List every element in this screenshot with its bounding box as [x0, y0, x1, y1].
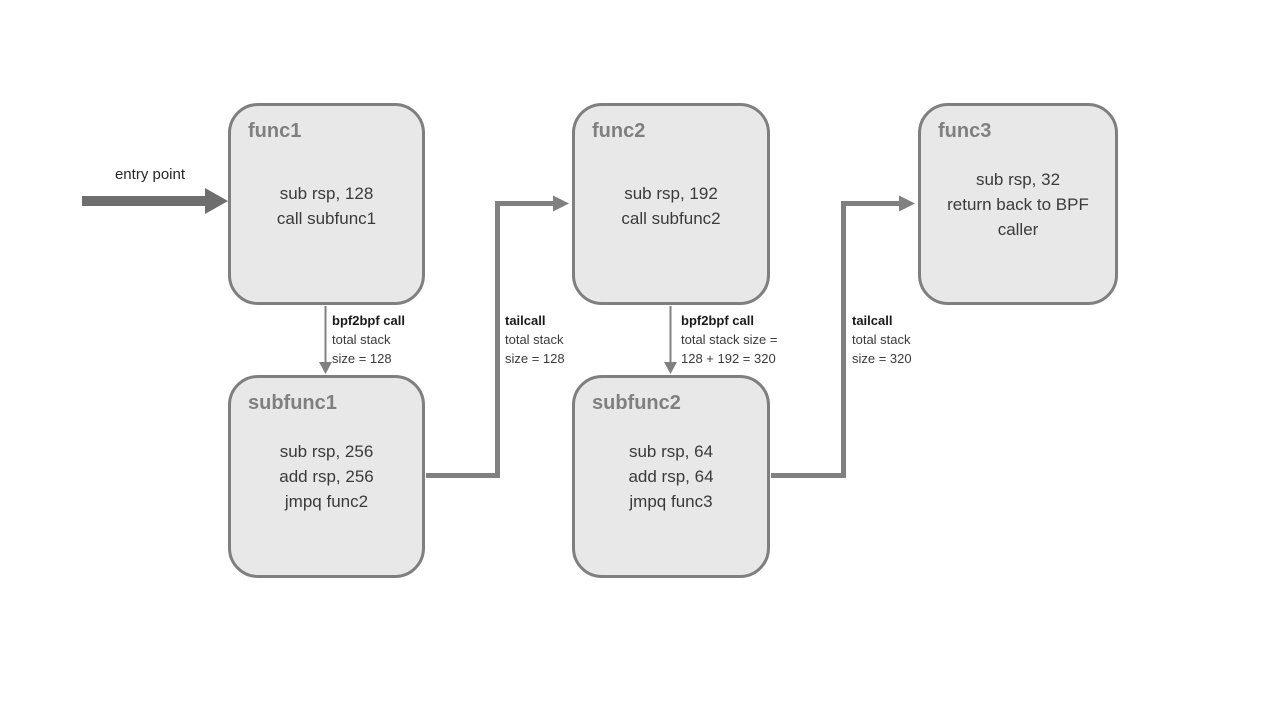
- code-line: call subfunc1: [276, 209, 377, 228]
- code-line: sub rsp, 128: [279, 184, 374, 203]
- code-line: add rsp, 256: [279, 467, 374, 486]
- node-subfunc1-body: sub rsp, 256 add rsp, 256 jmpq func2: [231, 439, 422, 514]
- edge-label-title: tailcall: [852, 313, 893, 328]
- edge-label-line: total stack: [505, 332, 564, 347]
- node-subfunc2-title: subfunc2: [592, 392, 681, 414]
- edge-subfunc1-func2-arrow: [426, 195, 569, 478]
- edge-label-line: total stack: [852, 332, 911, 347]
- code-line: sub rsp, 192: [624, 184, 718, 203]
- node-func1: func1 sub rsp, 128 call subfunc1: [228, 103, 425, 305]
- entry-point-label: entry point: [114, 166, 186, 183]
- edge-func1-subfunc1-arrow: [319, 306, 332, 374]
- code-line: call subfunc2: [621, 209, 721, 228]
- edge-label-title: tailcall: [505, 313, 546, 328]
- code-line: jmpq func3: [629, 492, 713, 511]
- edge-label-tailcall-2: tailcall total stack size = 320: [852, 311, 912, 368]
- edge-label-title: bpf2bpf call: [681, 313, 754, 328]
- edge-label-line: size = 320: [852, 351, 912, 366]
- edge-label-line: size = 128: [505, 351, 565, 366]
- edge-label-title: bpf2bpf call: [332, 313, 405, 328]
- node-func2: func2 sub rsp, 192 call subfunc2: [572, 103, 770, 305]
- node-subfunc1: subfunc1 sub rsp, 256 add rsp, 256 jmpq …: [228, 375, 425, 578]
- code-line: sub rsp, 64: [628, 442, 714, 461]
- code-line: add rsp, 64: [628, 467, 714, 486]
- node-func2-title: func2: [592, 120, 646, 142]
- edge-label-tailcall-1: tailcall total stack size = 128: [505, 311, 565, 368]
- code-line: caller: [997, 220, 1039, 239]
- node-func2-body: sub rsp, 192 call subfunc2: [575, 181, 767, 231]
- node-func3-body: sub rsp, 32 return back to BPF caller: [921, 167, 1115, 242]
- node-subfunc1-title: subfunc1: [248, 392, 337, 414]
- edge-label-line: 128 + 192 = 320: [681, 351, 776, 366]
- edge-label-line: total stack: [332, 332, 391, 347]
- code-line: jmpq func2: [284, 492, 369, 511]
- node-func1-title: func1: [248, 120, 302, 142]
- edge-label-bpf2bpf-1: bpf2bpf call total stack size = 128: [332, 311, 405, 368]
- code-line: sub rsp, 256: [279, 442, 374, 461]
- node-subfunc2-body: sub rsp, 64 add rsp, 64 jmpq func3: [575, 439, 767, 514]
- code-line: return back to BPF: [947, 195, 1089, 214]
- edge-label-line: total stack size =: [681, 332, 778, 347]
- edge-func2-subfunc2-arrow: [664, 306, 677, 374]
- node-func3: func3 sub rsp, 32 return back to BPF cal…: [918, 103, 1118, 305]
- node-func1-body: sub rsp, 128 call subfunc1: [231, 181, 422, 231]
- node-func3-title: func3: [938, 120, 992, 142]
- entry-arrow: [82, 188, 228, 214]
- edge-label-bpf2bpf-2: bpf2bpf call total stack size = 128 + 19…: [681, 311, 777, 368]
- edge-subfunc2-func3-arrow: [771, 195, 915, 478]
- edge-label-line: size = 128: [332, 351, 392, 366]
- code-line: sub rsp, 32: [975, 170, 1061, 189]
- node-subfunc2: subfunc2 sub rsp, 64 add rsp, 64 jmpq fu…: [572, 375, 770, 578]
